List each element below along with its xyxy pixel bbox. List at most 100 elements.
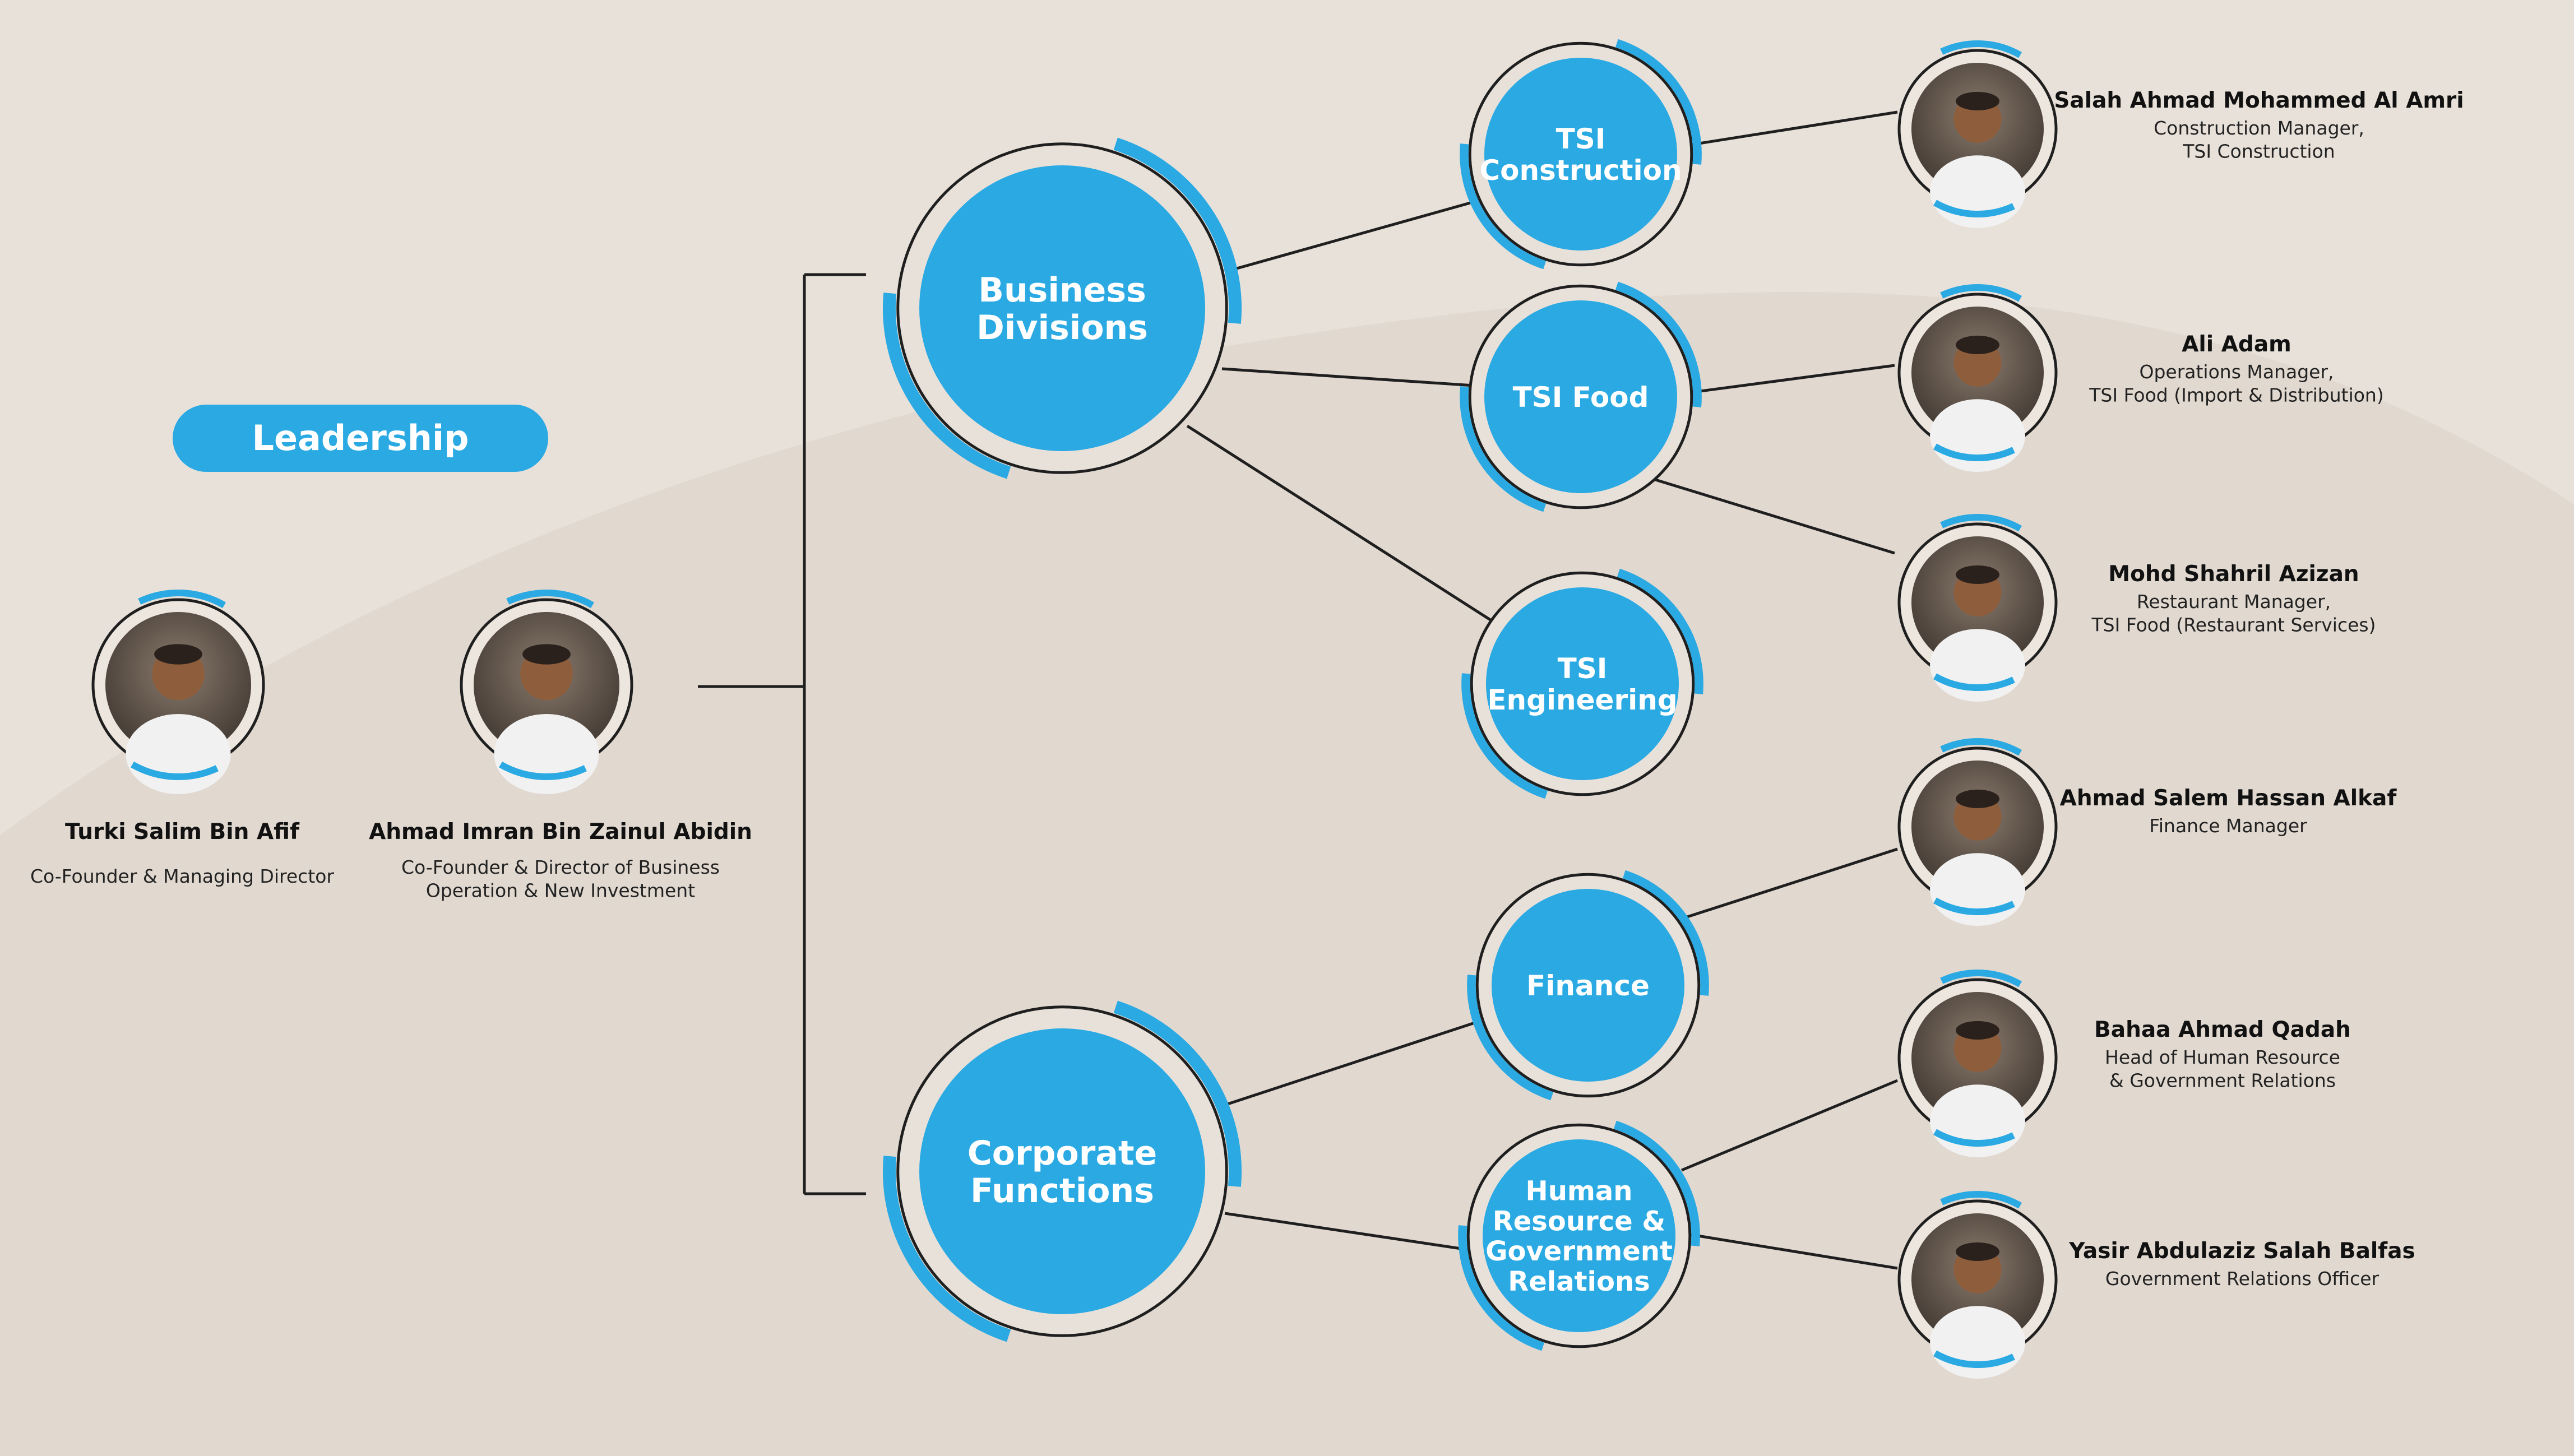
manager-3-name: Ahmad Salem Hassan Alkaf [2060, 786, 2397, 811]
unit-1-label-line: TSI Food [1513, 381, 1649, 414]
leader-1-accent-arc-lower [499, 761, 587, 780]
leadership-badge-label: Leadership [252, 418, 469, 458]
unit-2-label-line: Engineering [1487, 684, 1677, 716]
unit-0-accent-arc-lower [1460, 143, 1547, 270]
manager-5-accent-arc-upper [1940, 1191, 2022, 1209]
group-0-accent-arc-upper [1113, 137, 1242, 324]
unit-1-accent-arc-lower [1460, 386, 1547, 512]
group-1-accent-arc-lower [882, 1156, 1011, 1342]
manager-0-photo [1897, 40, 2058, 228]
unit-4-accent-arc-lower [1458, 1225, 1545, 1351]
business-to-tsi-engineering [1186, 424, 1495, 624]
chart-nodes: BusinessDivisionsCorporateFunctionsTSICo… [91, 39, 2058, 1379]
leader-1-role: Operation & New Investment [426, 879, 695, 901]
corporate-to-finance [1227, 1019, 1480, 1106]
tsi-construction-to-manager [1691, 110, 1898, 146]
manager-4-accent-arc-upper [1940, 970, 2022, 987]
group-1-accent-arc-upper [1113, 1000, 1242, 1187]
finance-to-manager [1687, 847, 1898, 919]
unit-2-accent-arc-upper [1617, 568, 1703, 694]
manager-0-accent-arc-upper [1940, 40, 2022, 58]
group-0-circle [919, 165, 1205, 451]
unit-3-circle [1492, 889, 1684, 1082]
unit-2-circle [1486, 587, 1679, 780]
manager-2-role: TSI Food (Restaurant Services) [2091, 614, 2376, 636]
manager-1-name: Ali Adam [2182, 332, 2291, 357]
manager-5-name: Yasir Abdulaziz Salah Balfas [2068, 1239, 2415, 1264]
manager-0-name: Salah Ahmad Mohammed Al Amri [2054, 88, 2464, 113]
group-1-label-line: Functions [970, 1171, 1154, 1211]
group-0-label-line: Business [978, 271, 1146, 310]
leadership-badge-bg [173, 405, 548, 472]
manager-0-accent-arc-lower [1933, 200, 2015, 217]
unit-3-label-line: Finance [1526, 970, 1650, 1002]
manager-3-photo [1897, 738, 2058, 926]
manager-1-photo [1897, 284, 2058, 472]
manager-1-accent-arc-upper [1940, 284, 2022, 302]
corporate-to-hr [1224, 1212, 1469, 1251]
manager-4-role: Head of Human Resource [2105, 1046, 2340, 1068]
unit-1-circle [1484, 300, 1677, 493]
unit-0-label-line: Construction [1479, 154, 1682, 187]
unit-2-accent-arc-lower [1461, 673, 1548, 799]
manager-2-role: Restaurant Manager, [2137, 591, 2331, 613]
manager-2-photo [1897, 514, 2058, 702]
manager-2-accent-arc-upper [1940, 514, 2022, 532]
manager-4-role: & Government Relations [2109, 1069, 2336, 1091]
group-0-label-line: Divisions [976, 308, 1148, 347]
business-to-tsi-construction [1224, 200, 1475, 273]
leader-0-role: Co-Founder & Managing Director [30, 865, 334, 887]
unit-3-accent-arc-lower [1467, 975, 1554, 1101]
hr-to-head [1681, 1079, 1898, 1172]
leader-1-role: Co-Founder & Director of Business [401, 856, 720, 878]
manager-4-photo [1897, 970, 2058, 1157]
manager-4-name: Bahaa Ahmad Qadah [2094, 1017, 2351, 1042]
connector-lines [698, 110, 1898, 1270]
unit-3-node: Finance [1467, 870, 1709, 1101]
manager-2-accent-arc-lower [1933, 673, 2015, 691]
unit-2-label-line: TSI [1558, 652, 1608, 685]
manager-3-accent-arc-upper [1940, 738, 2022, 756]
unit-0-accent-arc-upper [1615, 39, 1702, 165]
leader-0-accent-arc-lower [131, 761, 219, 780]
manager-2-name: Mohd Shahril Azizan [2108, 562, 2359, 587]
manager-3-accent-arc-lower [1933, 897, 2015, 915]
manager-1-accent-arc-lower [1933, 443, 2015, 461]
leader-1-name: Ahmad Imran Bin Zainul Abidin [369, 819, 752, 845]
tsi-food-to-restaurant-manager [1653, 477, 1895, 555]
unit-4-label-line: Government [1485, 1236, 1673, 1267]
leader-0-accent-arc-upper [138, 590, 226, 609]
manager-0-caption: Salah Ahmad Mohammed Al AmriConstruction… [2054, 88, 2464, 162]
manager-5-accent-arc-lower [1933, 1350, 2015, 1368]
unit-3-accent-arc-upper [1622, 870, 1709, 996]
unit-4-accent-arc-upper [1613, 1120, 1700, 1246]
manager-0-role: TSI Construction [2182, 140, 2335, 162]
leader-0-name: Turki Salim Bin Afif [65, 819, 300, 845]
leader-1-accent-arc-upper [506, 590, 594, 609]
group-1-label-line: Corporate [967, 1134, 1157, 1173]
unit-4-label-line: Relations [1508, 1266, 1650, 1297]
unit-4-label-line: Human [1526, 1176, 1633, 1207]
manager-4-accent-arc-lower [1933, 1129, 2015, 1147]
manager-0-role: Construction Manager, [2154, 117, 2364, 139]
leadership-badge: Leadership [173, 405, 548, 472]
unit-4-circle [1483, 1139, 1675, 1332]
unit-0-label-line: TSI [1556, 123, 1606, 155]
hr-to-officer [1687, 1232, 1898, 1270]
manager-1-role: Operations Manager, [2139, 361, 2334, 383]
unit-1-node: TSI Food [1460, 281, 1702, 512]
leader-0-photo [91, 590, 265, 794]
unit-1-accent-arc-upper [1615, 281, 1702, 407]
unit-4-label-line: Resource & [1493, 1205, 1665, 1237]
